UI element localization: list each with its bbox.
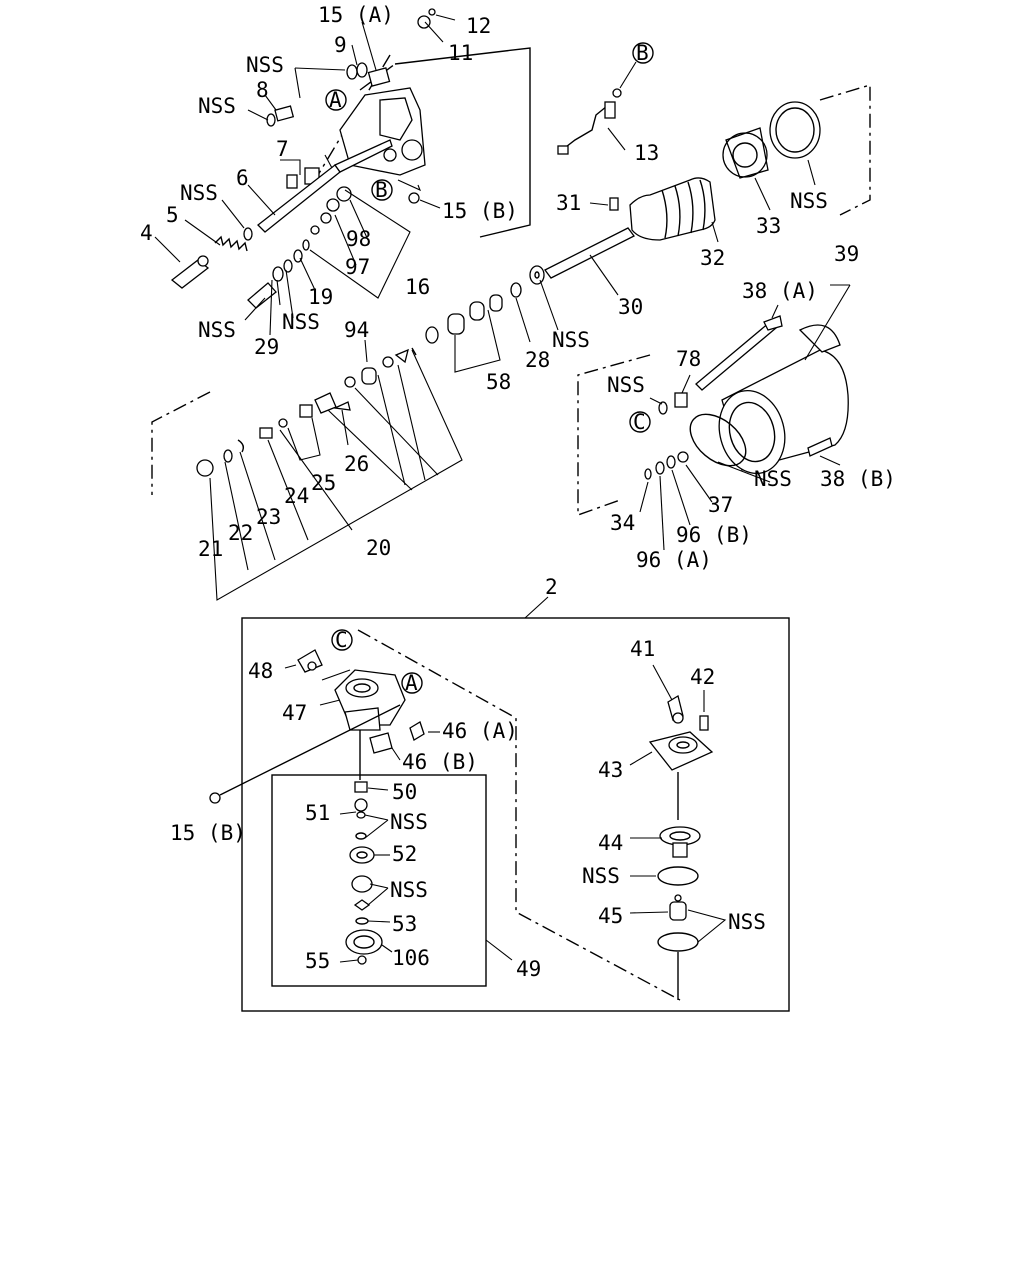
label-nss-l: NSS <box>582 864 620 888</box>
label-nss-c: NSS <box>180 181 218 205</box>
label-16: 16 <box>405 275 430 299</box>
label-24: 24 <box>284 484 309 508</box>
part-labels: 15 (A) 12 11 9 NSS 8 NSS 7 6 NSS 5 4 15 … <box>140 3 896 981</box>
label-9: 9 <box>334 33 347 57</box>
label-nss-m: NSS <box>728 910 766 934</box>
label-41: 41 <box>630 637 655 661</box>
label-31: 31 <box>556 191 581 215</box>
ref-letter: B <box>636 41 649 65</box>
ref-circle-a-lower: A <box>401 671 423 695</box>
label-15a-top: 15 (A) <box>318 3 394 27</box>
label-nss-k: NSS <box>390 878 428 902</box>
label-5: 5 <box>166 203 179 227</box>
label-39: 39 <box>834 242 859 266</box>
label-46a: 46 (A) <box>442 719 518 743</box>
label-97: 97 <box>345 255 370 279</box>
label-13: 13 <box>634 141 659 165</box>
label-32: 32 <box>700 246 725 270</box>
label-12: 12 <box>466 14 491 38</box>
label-20: 20 <box>366 536 391 560</box>
label-49: 49 <box>516 957 541 981</box>
label-7: 7 <box>276 137 289 161</box>
label-4: 4 <box>140 221 153 245</box>
label-42: 42 <box>690 665 715 689</box>
label-28: 28 <box>525 348 550 372</box>
label-96b: 96 (B) <box>676 523 752 547</box>
label-38a: 38 (A) <box>742 279 818 303</box>
label-78: 78 <box>676 347 701 371</box>
label-nss-g: NSS <box>552 328 590 352</box>
harness-and-boot-assembly: B <box>510 41 871 343</box>
label-nss-j: NSS <box>390 810 428 834</box>
cylinder-assembly <box>577 284 851 551</box>
label-38b: 38 (B) <box>820 467 896 491</box>
label-29: 29 <box>254 335 279 359</box>
label-98: 98 <box>346 227 371 251</box>
label-15b-top: 15 (B) <box>442 199 518 223</box>
ref-circle-c-lower: C <box>331 628 353 652</box>
label-26: 26 <box>344 452 369 476</box>
label-nss-f: NSS <box>790 189 828 213</box>
ref-circle-c-upper: C <box>629 410 651 434</box>
label-15b-low: 15 (B) <box>170 821 246 845</box>
label-48: 48 <box>248 659 273 683</box>
label-45: 45 <box>598 904 623 928</box>
label-44: 44 <box>598 831 623 855</box>
label-6: 6 <box>236 166 249 190</box>
label-nss-e: NSS <box>198 318 236 342</box>
label-55: 55 <box>305 949 330 973</box>
label-21: 21 <box>198 537 223 561</box>
label-nss-i: NSS <box>754 467 792 491</box>
label-96a: 96 (A) <box>636 548 712 572</box>
ref-circle-a-upper: A <box>325 88 347 112</box>
label-23: 23 <box>256 505 281 529</box>
ref-letter: A <box>405 671 418 695</box>
ref-letter: A <box>329 88 342 112</box>
label-2: 2 <box>545 575 558 599</box>
label-47: 47 <box>282 701 307 725</box>
label-43: 43 <box>598 758 623 782</box>
ref-letter: C <box>335 628 348 652</box>
label-106: 106 <box>392 946 430 970</box>
label-50: 50 <box>392 780 417 804</box>
ref-letter: C <box>633 410 646 434</box>
label-19: 19 <box>308 285 333 309</box>
label-94: 94 <box>344 318 369 342</box>
label-nss-a: NSS <box>246 53 284 77</box>
label-52: 52 <box>392 842 417 866</box>
valve-housing-assembly <box>154 8 531 336</box>
ref-circle-b-upper: B <box>371 178 393 202</box>
label-53: 53 <box>392 912 417 936</box>
label-nss-h: NSS <box>607 373 645 397</box>
ref-letter: B <box>375 178 388 202</box>
label-58: 58 <box>486 370 511 394</box>
label-25: 25 <box>311 471 336 495</box>
label-22: 22 <box>228 521 253 545</box>
label-34: 34 <box>610 511 635 535</box>
label-nss-d: NSS <box>282 310 320 334</box>
lower-assembly-box <box>209 596 790 1012</box>
label-33: 33 <box>756 214 781 238</box>
middle-parts-row <box>151 294 503 601</box>
label-51: 51 <box>305 801 330 825</box>
label-46b: 46 (B) <box>402 750 478 774</box>
label-nss-b: NSS <box>198 94 236 118</box>
label-11: 11 <box>448 41 473 65</box>
label-30: 30 <box>618 295 643 319</box>
label-37: 37 <box>708 493 733 517</box>
label-8: 8 <box>256 78 269 102</box>
